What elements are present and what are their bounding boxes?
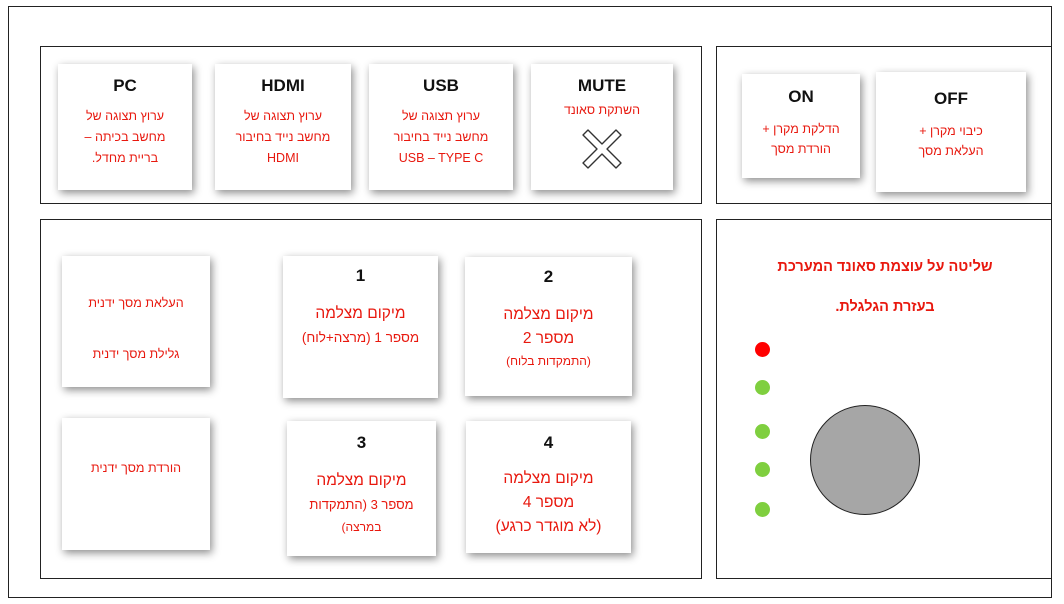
screen-lower-button[interactable]: הורדת מסך ידנית <box>62 418 210 550</box>
screen-raise-label: העלאת מסך ידנית <box>88 296 184 310</box>
mute-title: MUTE <box>577 76 627 95</box>
camera-2-line: מספר 2 <box>522 330 575 347</box>
usb-desc-line: מחשב נייד בחיבור <box>393 130 489 144</box>
usb-button[interactable]: USB ערוץ תצוגה של מחשב נייד בחיבור USB –… <box>369 64 513 190</box>
mute-x-icon <box>582 129 622 169</box>
camera-3-line: מיקום מצלמה <box>316 472 407 489</box>
off-desc-line: העלאת מסך <box>918 144 984 158</box>
volume-level-indicator <box>755 342 770 357</box>
volume-level-indicator <box>755 424 770 439</box>
hdmi-desc-line: HDMI <box>267 151 299 165</box>
volume-knob[interactable] <box>810 405 920 515</box>
hdmi-desc-line: ערוץ תצוגה של <box>243 109 323 123</box>
camera-4-number: 4 <box>543 433 554 452</box>
camera-1-line: מיקום מצלמה <box>315 305 406 322</box>
volume-level-indicator <box>755 380 770 395</box>
usb-title: USB <box>423 76 459 95</box>
off-button[interactable]: OFF כיבוי מקרן + העלאת מסך <box>876 72 1026 192</box>
pc-desc-line: מחשב בכיתה – <box>84 130 166 144</box>
camera-2-line: מיקום מצלמה <box>503 306 594 323</box>
screen-raise-roll-button[interactable]: העלאת מסך ידנית גלילת מסך ידנית <box>62 256 210 387</box>
camera-3-number: 3 <box>356 433 367 452</box>
on-desc-line: הורדת מסך <box>771 142 831 156</box>
camera-2-line: (התמקדות בלוח) <box>506 354 591 368</box>
screen-roll-label: גלילת מסך ידנית <box>92 347 180 361</box>
camera-2-button[interactable]: 2 מיקום מצלמה מספר 2 (התמקדות בלוח) <box>465 257 632 396</box>
volume-caption-line2: בעזרת הגלגלת. <box>835 299 935 315</box>
camera-1-button[interactable]: 1 מיקום מצלמה מספר 1 (מרצה+לוח) <box>283 256 438 398</box>
volume-level-indicator <box>755 502 770 517</box>
volume-panel <box>716 219 1052 579</box>
hdmi-button[interactable]: HDMI ערוץ תצוגה של מחשב נייד בחיבור HDMI <box>215 64 351 190</box>
usb-desc-line: ערוץ תצוגה של <box>401 109 481 123</box>
camera-4-line: מיקום מצלמה <box>503 470 594 487</box>
mute-button[interactable]: MUTE השתקת סאונד <box>531 64 673 190</box>
pc-button[interactable]: PC ערוץ תצוגה של מחשב בכיתה – בריית מחדל… <box>58 64 192 190</box>
volume-level-indicator <box>755 462 770 477</box>
pc-desc-line: בריית מחדל. <box>91 151 159 165</box>
camera-4-line: (לא מוגדר כרגע) <box>495 518 602 535</box>
hdmi-title: HDMI <box>261 76 305 95</box>
off-title: OFF <box>934 89 968 108</box>
on-button[interactable]: ON הדלקת מקרן + הורדת מסך <box>742 74 860 178</box>
camera-2-number: 2 <box>543 267 554 286</box>
on-title: ON <box>788 87 814 106</box>
camera-4-line: מספר 4 <box>522 494 575 511</box>
camera-3-line: מספר 3 (התמקדות <box>309 497 414 512</box>
pc-desc-line: ערוץ תצוגה של <box>85 109 165 123</box>
screen-lower-label: הורדת מסך ידנית <box>91 461 181 475</box>
camera-1-number: 1 <box>355 266 366 285</box>
camera-3-line: במרצה) <box>341 520 382 534</box>
on-desc-line: הדלקת מקרן + <box>762 122 840 136</box>
pc-title: PC <box>113 76 137 95</box>
camera-4-button[interactable]: 4 מיקום מצלמה מספר 4 (לא מוגדר כרגע) <box>466 421 631 553</box>
camera-1-line: מספר 1 (מרצה+לוח) <box>301 330 420 345</box>
usb-desc-line: USB – TYPE C <box>398 151 484 165</box>
camera-3-button[interactable]: 3 מיקום מצלמה מספר 3 (התמקדות במרצה) <box>287 421 436 556</box>
volume-caption-line1: שליטה על עוצמת סאונד המערכת <box>777 259 993 275</box>
hdmi-desc-line: מחשב נייד בחיבור <box>235 130 331 144</box>
off-desc-line: כיבוי מקרן + <box>919 124 983 138</box>
mute-desc-line: השתקת סאונד <box>563 103 640 117</box>
